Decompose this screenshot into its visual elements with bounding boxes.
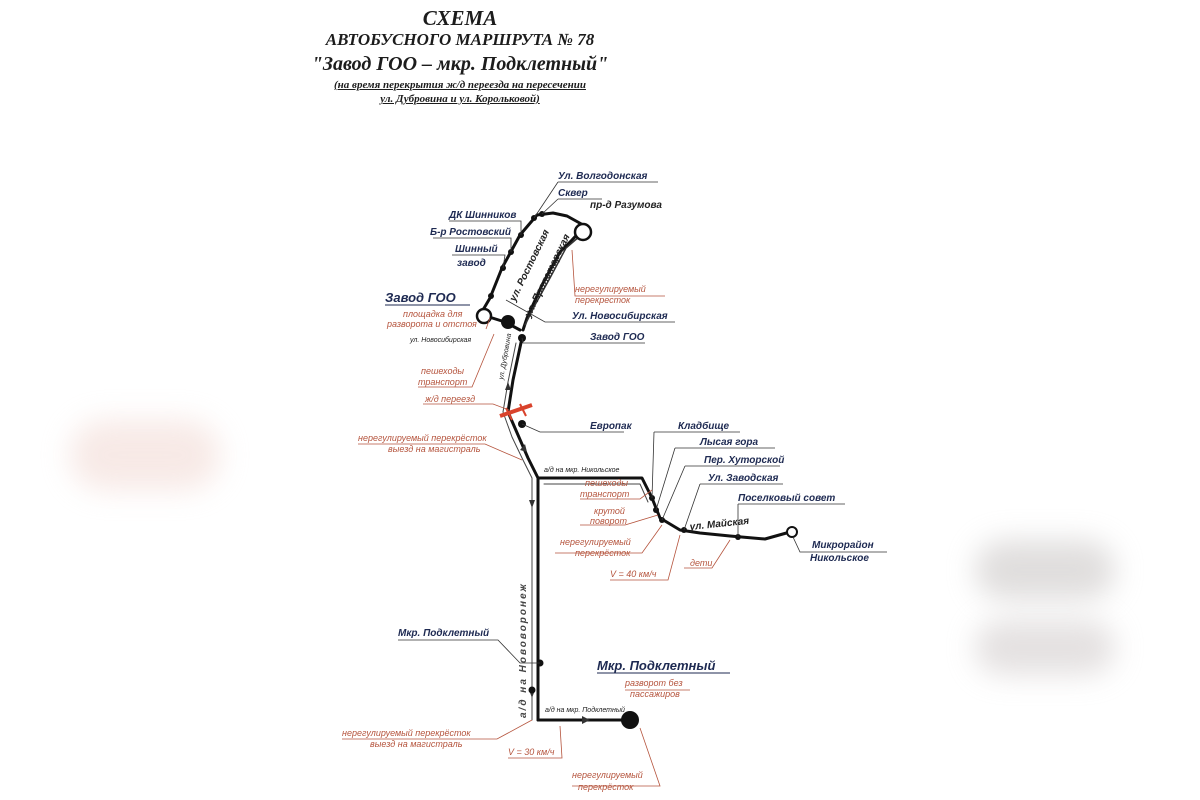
route-name-title: "Завод ГОО – мкр. Подклетный"	[311, 53, 609, 75]
terminal-label-mkr-podkletny: Мкр. Подклетный	[597, 658, 715, 673]
warning-pesh-2-2: транспорт	[580, 489, 630, 499]
blur-patch-left	[70, 420, 220, 490]
warning-ploschadka-1: площадка для	[403, 309, 463, 319]
route-to-nikolskoe	[536, 476, 792, 541]
label-lysaya-gora: Лысая гора	[699, 437, 759, 448]
terminal-nikolskoe	[786, 526, 798, 538]
warning-speed-30: V = 30 км/ч	[508, 747, 555, 757]
route-number-title: АВТОБУСНОГО МАРШРУТА № 78	[325, 30, 595, 49]
route-parallel-2	[543, 483, 649, 503]
route-north-return	[524, 235, 581, 326]
label-novosibirskaya: Ул. Новосибирская	[572, 310, 668, 322]
arrow-down-1	[505, 382, 511, 390]
route-lines	[478, 211, 792, 722]
terminal-razumova	[573, 222, 593, 242]
warning-krutoy-1: крутой	[594, 506, 625, 516]
label-skver: Сквер	[558, 188, 588, 199]
street-mayskaya: ул. Майская	[688, 516, 750, 533]
warning-unreg-end-1: нерегулируемый	[572, 770, 643, 780]
label-volgodonskaya: Ул. Волгодонская	[558, 171, 648, 182]
warning-unreg-right-1: нерегулируемый	[560, 537, 631, 547]
label-mikrorayon-1: Микрорайон	[812, 540, 874, 551]
warning-deti: дети	[690, 558, 712, 568]
label-shinny-2: завод	[457, 258, 486, 269]
terminal-goo-filled	[501, 315, 515, 329]
label-shinny-1: Шинный	[455, 244, 498, 255]
label-b-rostovsky: Б-р Ростовский	[430, 227, 511, 238]
warning-labels: площадка для разворота и отстоя нерегули…	[342, 284, 712, 792]
warning-pesh-1-1: пешеходы	[421, 366, 464, 376]
warning-pesh-2-1: пешеходы	[585, 478, 628, 488]
route-note-line1: (на время перекрытия ж/д переезда на пер…	[334, 79, 586, 91]
street-to-podkletny: а/д на мкр. Подклетный	[545, 706, 625, 714]
warning-krutoy-2: поворот	[590, 516, 627, 526]
street-novosibirskaya-small: ул. Новосибирская	[409, 336, 471, 344]
label-kladbische: Кладбище	[678, 420, 730, 432]
direction-arrows	[505, 382, 590, 724]
label-dk-shinnikov: ДК Шинников	[448, 210, 516, 221]
arrow-down-3	[529, 500, 535, 508]
label-zavod-goo: Завод ГОО	[590, 332, 645, 343]
street-dubrovina: ул. Дубровина	[497, 333, 513, 382]
warning-unreg-top-1: нерегулируемый	[575, 284, 646, 294]
label-poselkovy-sovet: Поселковый совет	[738, 493, 835, 504]
warning-unreg-right-2: перекрёсток	[575, 548, 631, 558]
terminal-label-zavod-goo: Завод ГОО	[385, 290, 456, 305]
scheme-title: СХЕМА	[422, 6, 498, 30]
street-to-nikolskoe: а/д на мкр. Никольское	[544, 466, 620, 474]
terminal-labels: Завод ГОО Мкр. Подклетный	[385, 290, 730, 674]
blur-patch-right-1	[975, 540, 1115, 600]
stop-labels: Ул. Волгодонская Сквер ДК Шинников Б-р Р…	[398, 171, 874, 639]
label-evropak: Европак	[590, 421, 633, 432]
warning-unreg-mid-1: нерегулируемый перекрёсток	[358, 433, 487, 443]
warning-unreg-bot-2: выезд на магистраль	[370, 739, 463, 749]
label-per-khutorskoy: Пер. Хуторской	[704, 455, 784, 466]
warning-razvorot-1: разворот без	[624, 678, 683, 688]
warning-speed-40: V = 40 км/ч	[610, 569, 657, 579]
warning-unreg-mid-2: выезд на магистраль	[388, 444, 481, 454]
railway-crossing-marker	[499, 403, 533, 421]
arrow-right-1	[582, 716, 590, 724]
terminal-podkletny	[621, 711, 639, 729]
stop-novosibirskaya	[488, 293, 494, 299]
warning-unreg-top-2: перекресток	[575, 295, 631, 305]
route-dubrovina	[506, 336, 540, 480]
warning-ploschadka-2: разворота и отстоя	[386, 319, 477, 329]
terminal-goo-open	[475, 307, 493, 325]
warning-unreg-end-2: перекрёсток	[578, 782, 634, 792]
blur-patch-right-2	[975, 620, 1115, 675]
street-razumova: пр-д Разумова	[590, 200, 662, 211]
warning-rail: ж/д переезд	[424, 394, 475, 404]
label-mikrorayon-2: Никольское	[810, 553, 869, 564]
street-novovoronezh: а/д на Нововоронеж	[518, 582, 529, 718]
warning-pesh-1-2: транспорт	[418, 377, 468, 387]
stop-podkletny-2	[528, 686, 536, 694]
warning-unreg-bot-1: нерегулируемый перекрёсток	[342, 728, 471, 738]
label-zavodskaya: Ул. Заводская	[708, 473, 779, 484]
arrow-down-2	[520, 444, 527, 452]
label-mkr-podkletny-stop: Мкр. Подклетный	[398, 628, 489, 639]
leader-lines	[342, 181, 887, 787]
route-note-line2: ул. Дубровина и ул. Корольковой)	[380, 93, 540, 105]
warning-razvorot-2: пассажиров	[630, 689, 680, 699]
